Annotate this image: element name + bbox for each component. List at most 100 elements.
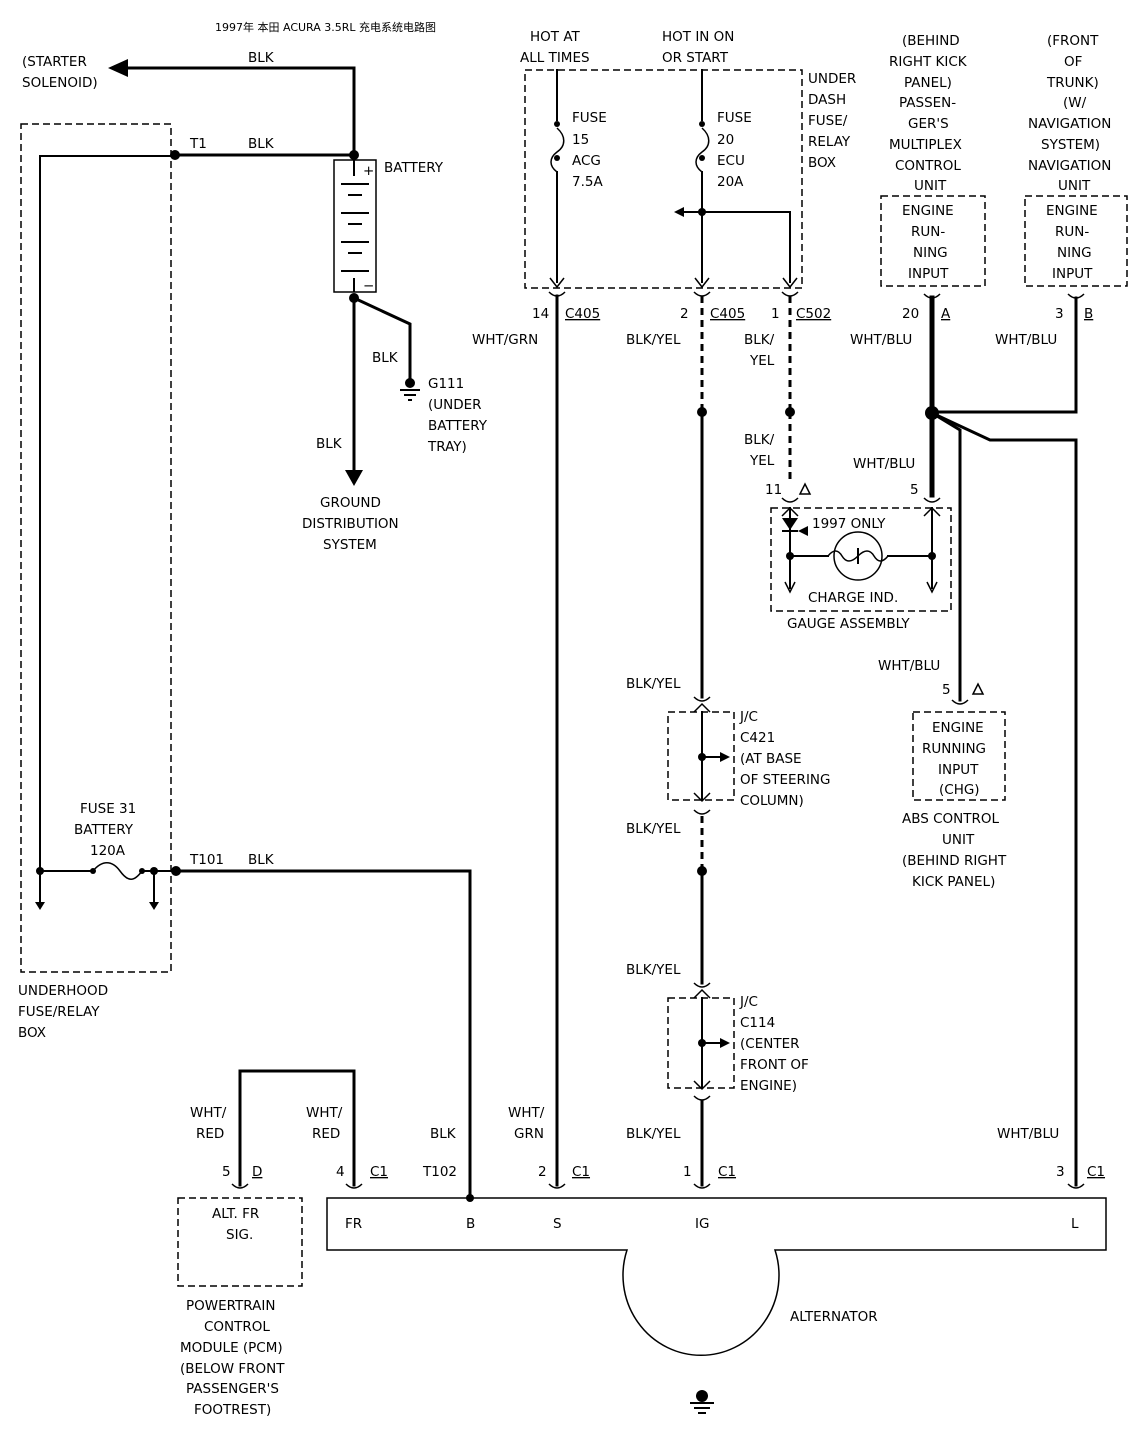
ig-wire-color-3: BLK/YEL xyxy=(626,821,681,837)
g111-label: G111 (UNDER BATTERY TRAY) xyxy=(427,376,488,455)
svg-text:ECU: ECU xyxy=(717,153,745,169)
t101-b-wire xyxy=(174,869,472,1200)
svg-text:BOX: BOX xyxy=(808,155,836,171)
pcm-fr-input-label: ALT. FR SIG. xyxy=(212,1206,259,1243)
svg-text:COLUMN): COLUMN) xyxy=(740,793,804,809)
alt-pin-3: 3 xyxy=(1056,1164,1065,1180)
g111-wire-color: BLK xyxy=(372,350,399,366)
jc-c421-label: J/C C421 (AT BASE OF STEERING COLUMN) xyxy=(739,709,830,809)
svg-text:OF STEERING: OF STEERING xyxy=(740,772,830,788)
g111-ground-wire xyxy=(352,296,412,382)
s-wire-color-bottom: WHT/ GRN xyxy=(508,1105,545,1142)
navigation-conn-b: B xyxy=(1084,306,1093,322)
svg-text:INPUT: INPUT xyxy=(938,762,979,778)
svg-text:PASSENGER'S: PASSENGER'S xyxy=(186,1381,279,1397)
l-terminal-wire xyxy=(930,411,1078,1187)
svg-text:ENGINE: ENGINE xyxy=(1046,203,1098,219)
multiplex-wire-color: WHT/BLU xyxy=(850,332,912,348)
c502-pin-1: 1 xyxy=(771,306,780,322)
svg-text:OF: OF xyxy=(1064,54,1082,70)
svg-text:ENGINE: ENGINE xyxy=(902,203,954,219)
svg-text:RED: RED xyxy=(312,1126,340,1142)
starter-arrow-icon xyxy=(108,59,128,77)
fuse15-icon xyxy=(550,127,565,173)
navigation-wire-color: WHT/BLU xyxy=(995,332,1057,348)
t101-wire-color: BLK xyxy=(248,852,275,868)
svg-text:J/C: J/C xyxy=(739,994,758,1010)
svg-text:ENGINE): ENGINE) xyxy=(740,1078,797,1094)
fuse20-branch-wire xyxy=(701,211,791,283)
navigation-wire xyxy=(930,296,1078,414)
multiplex-unit-label: (BEHIND RIGHT KICK PANEL) PASSEN- GER'S … xyxy=(889,33,968,194)
starter-wire-color: BLK xyxy=(248,50,275,66)
svg-text:L: L xyxy=(1071,1216,1079,1232)
svg-text:ALT. FR: ALT. FR xyxy=(212,1206,259,1222)
pcm-connector-icon xyxy=(231,1183,249,1189)
fuse20-arrow-icon xyxy=(694,277,710,289)
alternator-terminals: FR B S IG L xyxy=(345,1216,1079,1232)
alt-pin-2: 2 xyxy=(538,1164,547,1180)
multiplex-pin-20: 20 xyxy=(902,306,919,322)
svg-text:S: S xyxy=(553,1216,562,1232)
svg-text:ENGINE: ENGINE xyxy=(932,720,984,736)
ig-wire-color-1: BLK/YEL xyxy=(626,332,681,348)
pcm-pin-5: 5 xyxy=(222,1164,231,1180)
svg-text:(FRONT: (FRONT xyxy=(1047,33,1099,49)
svg-text:20: 20 xyxy=(717,132,734,148)
svg-text:FOOTREST): FOOTREST) xyxy=(194,1402,271,1418)
starter-wire xyxy=(126,66,356,157)
svg-text:FRONT OF: FRONT OF xyxy=(740,1057,809,1073)
svg-text:15: 15 xyxy=(572,132,589,148)
svg-text:FUSE: FUSE xyxy=(717,110,752,126)
svg-text:RIGHT KICK: RIGHT KICK xyxy=(889,54,968,70)
fuse31-branch-arrow-icon xyxy=(149,902,159,910)
t1-label: T1 xyxy=(189,136,207,152)
svg-text:POWERTRAIN: POWERTRAIN xyxy=(186,1298,275,1314)
navigation-engine-input-label: ENGINE RUN- NING INPUT xyxy=(1046,203,1098,282)
jc-c421-bottom-connector-icon xyxy=(693,809,711,815)
fr-wire-color: WHT/ RED xyxy=(306,1105,343,1142)
abs-wire-color: WHT/BLU xyxy=(878,658,940,674)
c502-1-connector-icon xyxy=(781,291,799,297)
underhood-fuse-box xyxy=(20,123,172,973)
alt-s-connector-icon xyxy=(548,1183,566,1189)
svg-text:(BEHIND RIGHT: (BEHIND RIGHT xyxy=(902,853,1007,869)
svg-text:GRN: GRN xyxy=(514,1126,544,1142)
svg-text:RUN-: RUN- xyxy=(911,224,945,240)
alt-conn-c1-ig: C1 xyxy=(718,1164,736,1180)
battery-plus-sign: + xyxy=(363,163,374,179)
gauge-feed-color-2: BLK/ YEL xyxy=(744,432,775,469)
alt-conn-c1-l: C1 xyxy=(1087,1164,1105,1180)
t1-junction xyxy=(170,150,180,160)
svg-text:OR START: OR START xyxy=(662,50,729,66)
svg-text:G111: G111 xyxy=(428,376,464,392)
ground-distribution-arrow-icon xyxy=(345,470,363,486)
c405-label-a: C405 xyxy=(565,306,600,322)
svg-text:UNIT: UNIT xyxy=(914,178,947,194)
abs-delta-icon xyxy=(971,682,985,695)
svg-text:SYSTEM: SYSTEM xyxy=(323,537,377,553)
abs-engine-input-box xyxy=(912,711,1006,801)
svg-text:INPUT: INPUT xyxy=(1052,266,1093,282)
svg-text:PANEL): PANEL) xyxy=(904,75,952,91)
c405-label-b: C405 xyxy=(710,306,745,322)
under-dash-fuse-box xyxy=(524,69,803,289)
gauge-wht-blu-color: WHT/BLU xyxy=(853,456,915,472)
navigation-pin-3: 3 xyxy=(1055,306,1064,322)
multiplex-conn-a: A xyxy=(941,306,951,322)
svg-text:DISTRIBUTION: DISTRIBUTION xyxy=(302,516,399,532)
fuse20-pin-top xyxy=(699,121,705,127)
abs-wht-blu-wire xyxy=(929,410,962,702)
ground-distribution-label: GROUND DISTRIBUTION SYSTEM xyxy=(302,495,399,553)
svg-text:PASSEN-: PASSEN- xyxy=(899,95,956,111)
jc-c421-bottom-arrow-icon xyxy=(693,792,711,803)
t1-wire-color: BLK xyxy=(248,136,275,152)
jc-c114-bottom-arrow-icon xyxy=(693,1080,711,1091)
multiplex-engine-input-box xyxy=(880,195,986,287)
jc-c114-label: J/C C114 (CENTER FRONT OF ENGINE) xyxy=(739,994,809,1094)
svg-text:NING: NING xyxy=(913,245,948,261)
underhood-fuse-box-label: UNDERHOOD FUSE/RELAY BOX xyxy=(18,983,108,1041)
fuse20-stub-arrow-icon xyxy=(674,207,684,217)
c405-pin-2: 2 xyxy=(680,306,689,322)
alt-conn-c1-s: C1 xyxy=(572,1164,590,1180)
